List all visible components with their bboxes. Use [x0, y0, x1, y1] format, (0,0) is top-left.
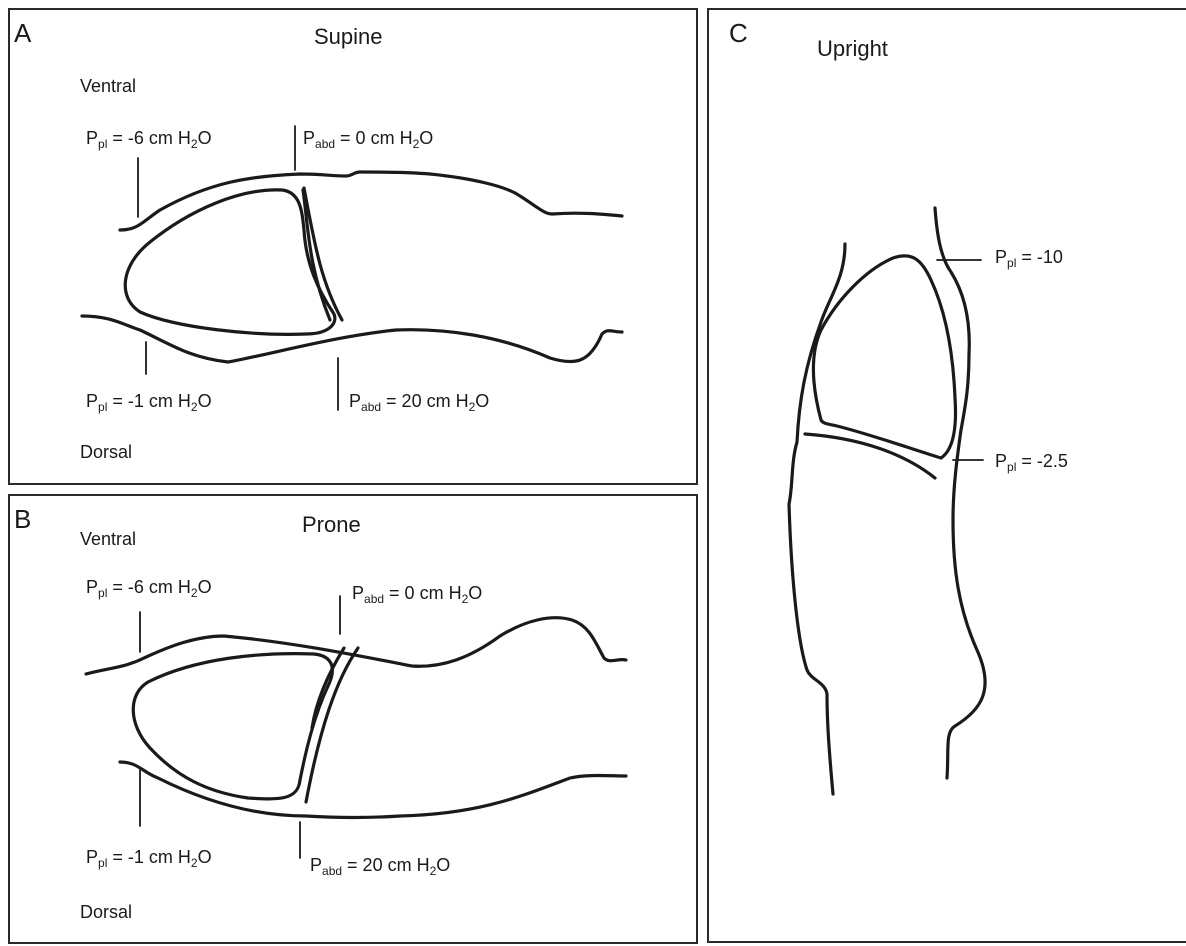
dorsal-body-outline — [120, 762, 626, 818]
panel-letter: C — [729, 20, 748, 46]
ventral-body-outline — [120, 172, 622, 230]
panel-title: Supine — [314, 26, 383, 48]
abdominal-pressure-dorsal-label: Pabd = 20 cm H2O — [310, 856, 450, 877]
pleural-pressure-dorsal-label: Ppl = -1 cm H2O — [86, 392, 212, 413]
panel-title: Prone — [302, 514, 361, 536]
pleural-pressure-ventral-label: Ppl = -6 cm H2O — [86, 129, 212, 150]
diaphragm — [304, 188, 342, 320]
dorsal-body-outline — [82, 316, 622, 362]
upright-body-drawing — [709, 10, 1186, 945]
dorsal-label: Dorsal — [80, 443, 132, 461]
diaphragm — [303, 190, 330, 320]
panel-letter: A — [14, 20, 31, 46]
front-body-outline — [935, 208, 985, 778]
pleural-pressure-dorsal-label: Ppl = -1 cm H2O — [86, 848, 212, 869]
abdominal-pressure-ventral-label: Pabd = 0 cm H2O — [303, 129, 433, 150]
lung-outline — [125, 190, 335, 334]
pleural-pressure-base-label: Ppl = -2.5 — [995, 452, 1068, 473]
lung-outline — [133, 654, 332, 799]
diaphragm — [312, 648, 344, 728]
panel-letter: B — [14, 506, 31, 532]
pleural-pressure-ventral-label: Ppl = -6 cm H2O — [86, 578, 212, 599]
abdominal-pressure-ventral-label: Pabd = 0 cm H2O — [352, 584, 482, 605]
prone-body-drawing — [10, 496, 700, 946]
back-body-outline — [789, 244, 845, 794]
diaphragm — [805, 434, 935, 478]
dorsal-label: Dorsal — [80, 903, 132, 921]
panel-b-prone: B Prone Ventral Dorsal Ppl = -6 cm H2O P… — [8, 494, 698, 944]
panel-title: Upright — [817, 38, 888, 60]
diaphragm — [306, 648, 358, 802]
pleural-pressure-apex-label: Ppl = -10 — [995, 248, 1063, 269]
ventral-body-outline — [86, 618, 626, 674]
panel-a-supine: A Supine Ventral Dorsal Ppl = -6 cm H2O … — [8, 8, 698, 485]
ventral-label: Ventral — [80, 530, 136, 548]
panel-c-upright: C Upright Ppl = -10 Ppl = -2.5 — [707, 8, 1186, 943]
abdominal-pressure-dorsal-label: Pabd = 20 cm H2O — [349, 392, 489, 413]
ventral-label: Ventral — [80, 77, 136, 95]
lung-outline — [813, 256, 955, 458]
